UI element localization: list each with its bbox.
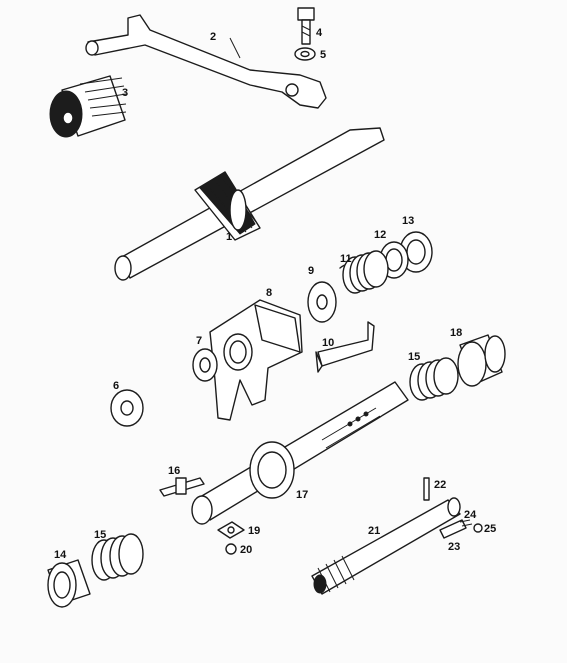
part-6-washer: [110, 389, 144, 427]
label-part-1: 1: [226, 231, 232, 243]
part-23-slider: [439, 519, 467, 539]
label-part-3: 3: [122, 87, 128, 99]
part-1-shaft: [114, 127, 385, 281]
label-part-5: 5: [320, 49, 326, 61]
label-part-2: 2: [210, 31, 216, 43]
part-24-spring: [459, 519, 473, 527]
part-9-washer: [307, 281, 337, 323]
label-part-6: 6: [113, 380, 119, 392]
label-part-4: 4: [316, 27, 323, 39]
part-3-knurled-grip: [49, 75, 127, 138]
part-11-spring: [339, 250, 389, 294]
part-2-lever: [85, 14, 327, 109]
part-19-plate: [217, 521, 245, 539]
label-part-23: 23: [448, 541, 460, 553]
part-25-ball: [473, 523, 483, 533]
label-part-22: 22: [434, 479, 446, 491]
label-part-12: 12: [374, 229, 386, 241]
part-21-kick-shaft: [311, 497, 461, 595]
part-5-washer: [294, 47, 316, 61]
part-15-spring-lower: [91, 533, 144, 581]
label-part-16: 16: [168, 465, 180, 477]
label-part-14: 14: [54, 549, 67, 561]
label-part-21: 21: [368, 525, 380, 537]
label-part-13: 13: [402, 215, 414, 227]
part-18-seal: [457, 334, 506, 387]
part-8-shift-fork: [209, 299, 303, 421]
part-15-spring-upper: [409, 357, 459, 401]
label-part-9: 9: [308, 265, 314, 277]
label-part-20: 20: [240, 544, 252, 556]
part-16-clip: [159, 477, 205, 497]
part-7-washer: [192, 348, 218, 382]
label-part-15-lower: 15: [94, 529, 106, 541]
part-14-seal: [47, 559, 91, 608]
label-part-17: 17: [296, 489, 308, 501]
part-20-ball: [225, 543, 237, 555]
label-part-19: 19: [248, 525, 260, 537]
label-part-18: 18: [450, 327, 462, 339]
label-part-15-upper: 15: [408, 351, 420, 363]
label-part-7: 7: [196, 335, 202, 347]
part-17-selector-shaft: [191, 381, 409, 525]
label-part-8: 8: [266, 287, 272, 299]
part-10-spring-clip: [315, 321, 375, 373]
label-part-11: 11: [340, 253, 352, 265]
label-part-10: 10: [322, 337, 334, 349]
part-22-pin: [423, 477, 430, 501]
label-part-24: 24: [464, 509, 477, 521]
part-4-bolt: [297, 7, 315, 45]
label-part-25: 25: [484, 523, 496, 535]
